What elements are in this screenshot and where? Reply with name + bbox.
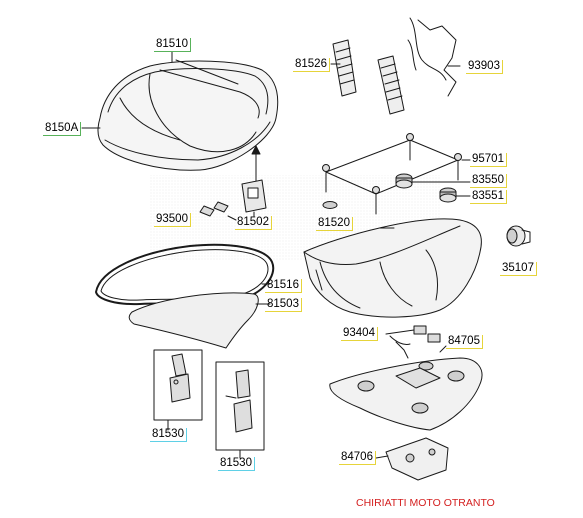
part-label-81520: 81520	[316, 217, 353, 231]
mounting-plate	[322, 133, 471, 215]
assembly-arrow	[251, 145, 261, 186]
part-label-81530-right: 81530	[218, 457, 255, 471]
part-label-81516: 81516	[265, 279, 302, 293]
hinge-bracket-right	[215, 361, 265, 459]
part-label-93500: 93500	[154, 213, 191, 227]
part-label-81526: 81526	[293, 58, 330, 72]
part-label-84706: 84706	[339, 451, 376, 465]
inner-lining	[128, 292, 271, 349]
part-label-81503: 81503	[265, 298, 302, 312]
hinge-bracket-left	[153, 349, 203, 431]
opening-cable	[407, 17, 461, 97]
part-label-95701: 95701	[470, 153, 507, 167]
carrier-base-plate	[375, 437, 449, 481]
part-label-81502: 81502	[235, 216, 272, 230]
lock-cylinder	[506, 225, 531, 247]
part-label-93903: 93903	[466, 60, 503, 74]
carrier-plate	[329, 345, 483, 431]
part-label-93404: 93404	[341, 327, 378, 341]
part-label-8150A: 8150A	[43, 122, 82, 136]
top-case-body	[303, 218, 482, 318]
hinge-straps	[330, 39, 405, 115]
part-label-35107: 35107	[500, 262, 537, 276]
part-label-83550: 83550	[470, 174, 507, 188]
part-label-84705: 84705	[446, 335, 483, 349]
lid-gasket	[95, 243, 275, 306]
part-label-81510: 81510	[154, 38, 191, 52]
part-label-81530-left: 81530	[150, 428, 187, 442]
top-case-lid	[97, 59, 279, 171]
carrier-bolts	[385, 325, 441, 359]
latch-screws	[199, 201, 237, 221]
part-label-83551: 83551	[470, 190, 507, 204]
dealer-credit: CHIRIATTI MOTO OTRANTO	[356, 497, 495, 509]
latch-plate	[241, 179, 267, 217]
